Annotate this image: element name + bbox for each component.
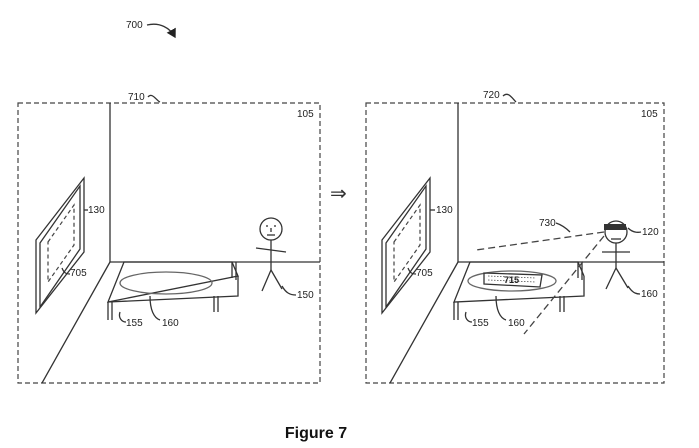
svg-text:160: 160 — [641, 289, 658, 300]
left-panel: 710 105 130 705 155 160 — [17, 92, 321, 384]
right-panel-border — [365, 102, 665, 384]
svg-text:715: 715 — [504, 275, 519, 285]
wall-screen-right: 130 705 — [381, 176, 453, 315]
svg-text:710: 710 — [128, 92, 145, 103]
svg-text:720: 720 — [483, 90, 500, 101]
wall-screen: 130 705 — [35, 176, 105, 315]
svg-text:120: 120 — [642, 227, 659, 238]
table-right: 715 155 160 — [453, 261, 585, 329]
view-line-upper — [475, 231, 605, 251]
svg-text:105: 105 — [297, 109, 314, 120]
person-figure: 150 — [255, 217, 314, 301]
view-line-lower — [523, 235, 605, 335]
figure-reference-700: 700 — [126, 20, 176, 39]
svg-text:160: 160 — [162, 318, 179, 329]
person-with-headset: 120 160 — [602, 220, 659, 300]
headset-icon — [604, 224, 626, 230]
virtual-keyboard-icon: 715 — [483, 272, 543, 288]
svg-text:155: 155 — [126, 318, 143, 329]
svg-text:130: 130 — [436, 205, 453, 216]
table: 155 160 — [106, 261, 239, 329]
reference-arrow-icon — [146, 23, 176, 39]
svg-text:155: 155 — [472, 318, 489, 329]
svg-text:105: 105 — [641, 109, 658, 120]
svg-text:705: 705 — [70, 268, 87, 279]
svg-text:160: 160 — [508, 318, 525, 329]
svg-text:705: 705 — [416, 268, 433, 279]
table-region-ellipse — [119, 271, 213, 295]
left-panel-border — [17, 102, 321, 384]
svg-text:150: 150 — [297, 290, 314, 301]
figure-caption: Figure 7 — [285, 425, 347, 442]
right-panel: 720 105 130 705 715 — [365, 90, 665, 384]
transition-arrow-icon: ⇒ — [330, 181, 347, 205]
svg-text:700: 700 — [126, 20, 143, 31]
svg-text:730: 730 — [539, 218, 556, 229]
svg-text:130: 130 — [88, 205, 105, 216]
left-floor-edge — [41, 261, 111, 384]
